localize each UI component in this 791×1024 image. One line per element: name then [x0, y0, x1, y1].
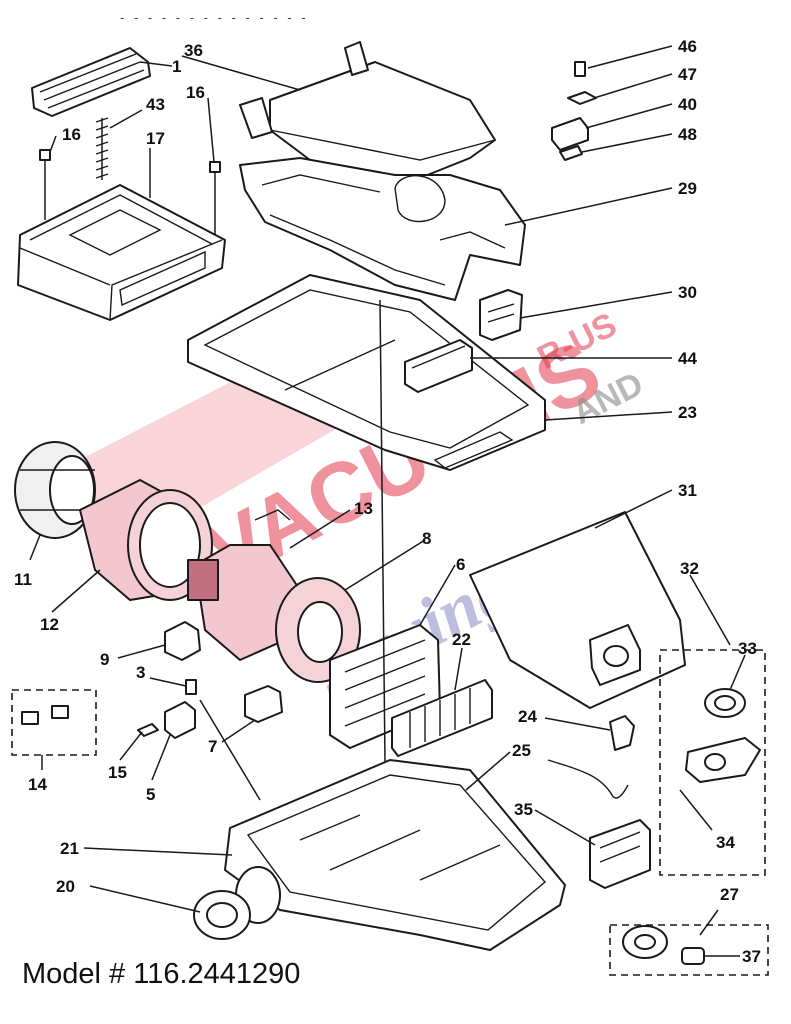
callout-6: 6 [456, 555, 465, 574]
callout-32: 32 [680, 559, 699, 578]
part-switch [164, 621, 201, 661]
part-bag-holder-group [659, 649, 766, 876]
part-filter-44 [404, 339, 473, 393]
part-handle-base [17, 184, 226, 321]
callout-37: 37 [742, 947, 761, 966]
callout-16-left: 16 [62, 125, 81, 144]
part-top-cover [239, 41, 496, 179]
callout-3: 3 [136, 663, 145, 682]
callout-24: 24 [518, 707, 537, 726]
callout-46: 46 [678, 37, 697, 56]
callout-27: 27 [720, 885, 739, 904]
part-cord [547, 715, 635, 799]
callout-22: 22 [452, 630, 471, 649]
callout-15: 15 [108, 763, 127, 782]
part-exhaust-filter [14, 441, 96, 539]
part-motor-housing [78, 478, 213, 602]
part-screw-3 [185, 679, 197, 695]
part-handle-grip [31, 47, 151, 117]
part-wheel [193, 890, 251, 940]
callout-44: 44 [678, 349, 697, 368]
part-clip-15 [137, 723, 159, 737]
part-screw-left [39, 149, 51, 220]
part-spring [95, 117, 109, 180]
part-block-5 [164, 701, 196, 739]
callout-9: 9 [100, 650, 109, 669]
callout-16-right: 16 [186, 83, 205, 102]
callout-17: 17 [146, 129, 165, 148]
leader-lines [29, 45, 746, 957]
callout-23: 23 [678, 403, 697, 422]
part-screw-right [209, 161, 221, 240]
callout-8: 8 [422, 529, 431, 548]
top-scribble: - - - - - - - - - - - - - - [120, 10, 309, 25]
callout-36: 36 [184, 41, 203, 60]
callout-33: 33 [738, 639, 757, 658]
callout-12: 12 [40, 615, 59, 634]
part-body-base [224, 759, 566, 951]
callout-31: 31 [678, 481, 697, 500]
callout-47: 47 [678, 65, 697, 84]
part-chassis-frame [239, 157, 526, 301]
part-connector-group [11, 689, 97, 756]
part-tray [187, 274, 546, 471]
callout-11: 11 [14, 570, 32, 589]
part-bracket-35 [589, 819, 651, 889]
callout-48: 48 [678, 125, 697, 144]
callout-43: 43 [146, 95, 165, 114]
part-screw-46 [574, 61, 586, 77]
part-filter-grille [391, 679, 493, 757]
callout-14: 14 [28, 775, 47, 794]
callout-21: 21 [60, 839, 79, 858]
callout-1: 1 [172, 57, 181, 76]
part-washer-47 [567, 91, 597, 105]
callout-labels: 36 1 16 43 16 17 46 47 40 48 29 30 44 23… [14, 37, 761, 966]
part-pad-48 [559, 145, 583, 161]
callout-5: 5 [146, 785, 155, 804]
callout-30: 30 [678, 283, 697, 302]
part-dust-bag [469, 511, 686, 709]
callout-25: 25 [512, 741, 531, 760]
part-latch-40 [551, 117, 589, 151]
callout-7: 7 [208, 737, 217, 756]
callout-34: 34 [716, 833, 735, 852]
callout-13: 13 [354, 499, 373, 518]
callout-35: 35 [514, 800, 533, 819]
part-fan-group [609, 924, 769, 976]
part-bracket-30 [479, 289, 523, 341]
callout-29: 29 [678, 179, 697, 198]
callout-40: 40 [678, 95, 697, 114]
model-number-label: Model # 116.2441290 [22, 958, 301, 990]
part-bracket-7 [244, 685, 283, 723]
callout-20: 20 [56, 877, 75, 896]
